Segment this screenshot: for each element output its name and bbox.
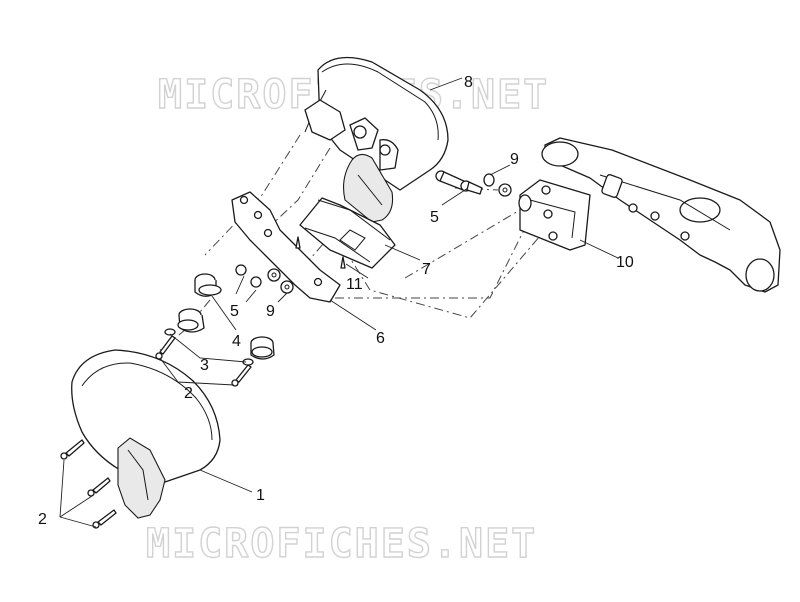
small-screws [295, 236, 346, 269]
callout-4: 4 [232, 333, 241, 350]
callout-10: 10 [616, 254, 634, 271]
rear-housing [71, 349, 221, 519]
leader-lines [59, 77, 619, 528]
callout-2-upper: 2 [184, 385, 193, 402]
callout-5-lower: 5 [230, 303, 239, 320]
bolts-upper [435, 170, 512, 197]
connector-cover [299, 197, 396, 269]
instrument-cluster [304, 56, 449, 223]
callout-3: 3 [200, 357, 209, 374]
screws [60, 335, 252, 529]
callout-9-upper: 9 [510, 151, 519, 168]
support-plate [231, 191, 341, 303]
callout-6: 6 [376, 330, 385, 347]
rubber-grommets [177, 273, 275, 360]
steering-yoke [541, 137, 781, 293]
callout-11: 11 [346, 276, 363, 293]
bolts-lower [235, 264, 294, 294]
callout-labels: 1 2 2 3 4 5 5 6 7 8 9 9 10 11 [38, 74, 634, 528]
callout-7: 7 [422, 261, 431, 278]
mounting-bracket [518, 179, 591, 251]
callout-9-lower: 9 [266, 303, 275, 320]
callout-8: 8 [464, 74, 473, 91]
callout-2-lower: 2 [38, 511, 47, 528]
watermark-bottom: MICROFICHES.NET [146, 521, 537, 567]
callout-5-upper: 5 [430, 209, 439, 226]
callout-1: 1 [256, 487, 265, 504]
